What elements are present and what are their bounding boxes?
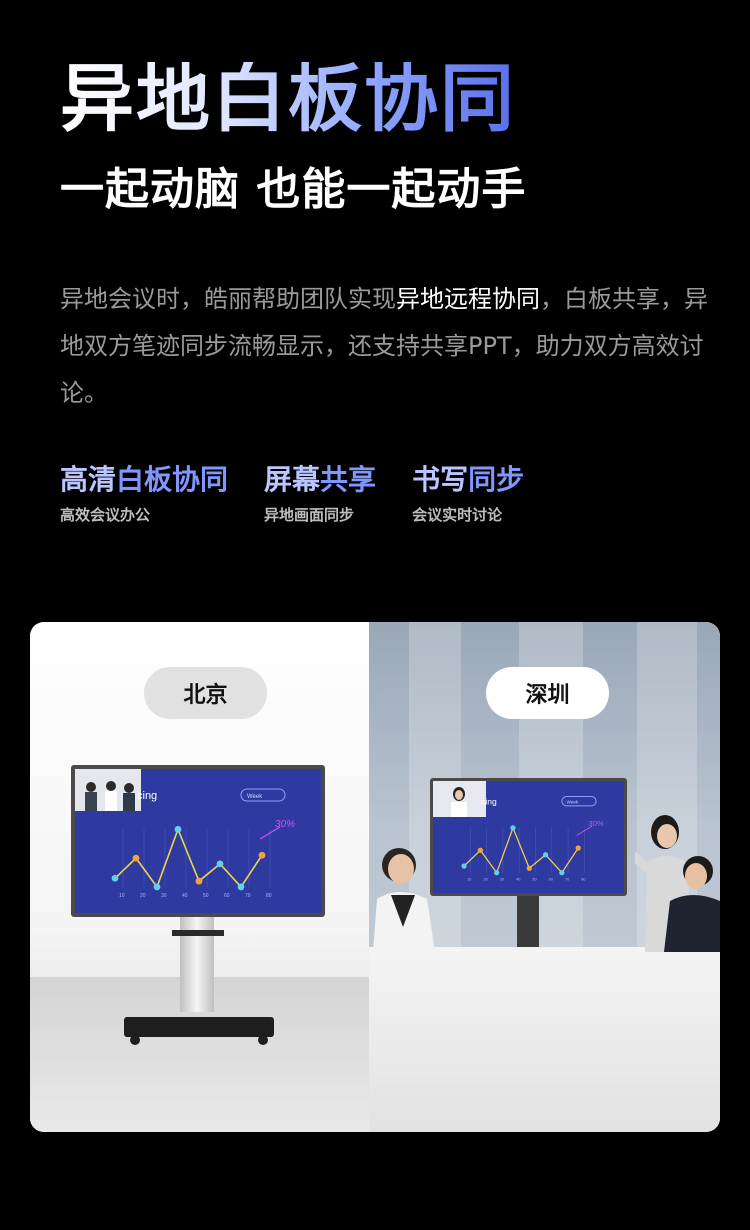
data-point [132,854,140,862]
data-point [111,874,119,882]
x-tick-label: 70 [245,893,251,899]
description-highlight: 异地远程协同 [396,285,540,313]
data-point [559,870,565,876]
person-seated-left [373,848,435,952]
feature-title-part: 书写 [412,463,469,496]
feature-title-part: 白板协同 [116,463,229,496]
data-point [153,883,161,891]
x-tick-label: 80 [266,893,272,899]
series-line [463,826,579,874]
x-tick-label: 70 [565,876,569,881]
display-shenzhen: cing Week 10 20 30 40 50 60 70 80 30% [430,778,627,896]
x-tick-label: 10 [119,893,125,899]
feature-sync-writing: 书写同步 会议实时讨论 [412,466,524,523]
feature-whiteboard: 高清白板协同 高效会议办公 [60,466,228,523]
data-point [174,825,182,833]
feature-title-part: 同步 [468,463,525,496]
feature-screen-share: 屏幕共享 异地画面同步 [264,466,376,523]
data-point [526,865,532,871]
feature-subtitle: 高效会议办公 [60,506,151,524]
x-tick-label: 30 [161,893,167,899]
x-tick-label: 40 [516,876,520,881]
stand-wheel [130,1035,140,1045]
week-dropdown [561,796,597,807]
annotation-text: 30% [275,819,295,830]
x-tick-label: 40 [182,893,188,899]
annotation-arrow [576,825,593,836]
city-label-beijing: 北京 [144,667,267,719]
data-point [542,852,549,858]
data-point [575,845,581,851]
meeting-table [369,947,720,1132]
x-tick-label: 60 [224,893,230,899]
data-point [216,860,224,868]
feature-list: 高清白板协同 高效会议办公 屏幕共享 异地画面同步 书写同步 会议实时讨论 [60,466,560,523]
stand-shelf [172,930,224,936]
display-beijing: cing Week 10 20 30 40 50 60 70 80 30% [71,765,325,917]
annotation-arrow [259,826,281,840]
feature-subtitle: 异地画面同步 [264,506,355,524]
data-point [237,883,245,891]
video-call-inset [75,769,141,811]
feature-title-part: 高清 [60,463,117,496]
description-part2: ，白板共享，异地双方笔迹同步流畅显示，还支持共享PPT，助力双方高效讨论。 [60,285,708,407]
x-tick-label: 60 [549,876,553,881]
x-tick-label: 50 [203,893,209,899]
feature-title: 书写同步 [412,466,524,494]
week-dropdown-label: Week [247,794,263,800]
page-title: 异地白板协同 [60,56,516,142]
data-point [195,877,203,885]
data-point [477,847,484,853]
series-line [114,827,263,889]
x-tick-label: 20 [483,876,487,881]
x-tick-label: 10 [467,876,471,881]
data-point [461,863,467,869]
feature-title-part: 屏幕 [264,463,321,496]
stand-pole [180,912,214,1012]
stand-pole [517,892,539,952]
stand-wheel [258,1035,268,1045]
city-label-shenzhen: 深圳 [486,667,609,719]
feature-subtitle: 会议实时讨论 [412,506,503,524]
x-tick-label: 80 [581,876,585,881]
stand-base [124,1017,274,1037]
feature-title: 屏幕共享 [264,466,376,494]
description: 异地会议时，皓丽帮助团队实现异地远程协同，白板共享，异地双方笔迹同步流畅显示，还… [60,276,710,417]
feature-title: 高清白板协同 [60,466,228,494]
person-seated-right [664,856,720,952]
x-tick-label: 20 [140,893,146,899]
week-dropdown-label: Week [567,800,579,805]
data-point [258,851,266,859]
annotation-text: 30% [588,819,604,828]
data-point [510,825,516,831]
description-part1: 异地会议时，皓丽帮助团队实现 [60,285,396,313]
x-tick-label: 30 [500,876,504,881]
week-dropdown [240,788,286,802]
x-tick-label: 50 [532,876,536,881]
screen-heading: cing [481,796,497,806]
feature-title-part: 共享 [320,463,377,496]
video-call-inset [433,781,486,817]
page-subtitle: 一起动脑 也能一起动手 [60,164,527,215]
data-point [494,870,500,876]
screen-heading: cing [137,790,157,802]
